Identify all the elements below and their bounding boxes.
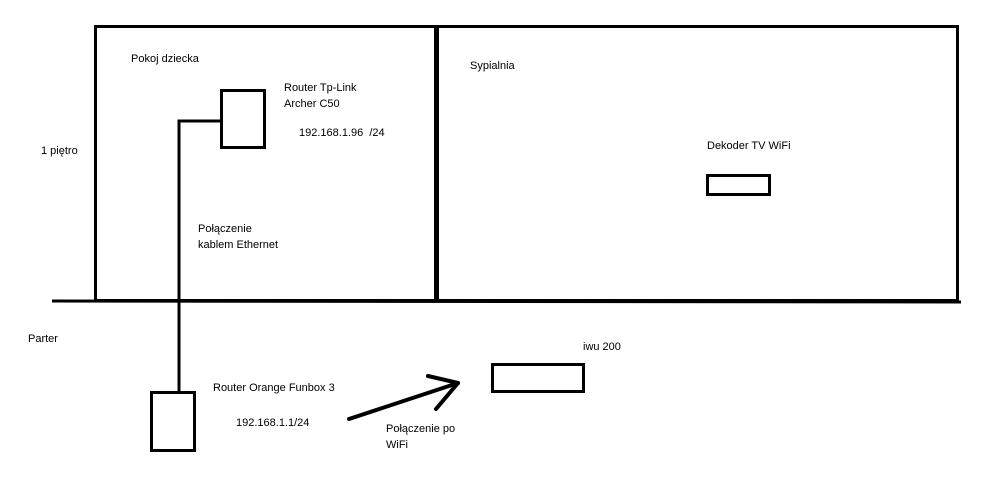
tplink-ip: 192.168.1.96 /24: [299, 127, 385, 139]
orange-ip: 192.168.1.1/24: [236, 417, 310, 429]
tplink-name-line1: Router Tp-Link: [284, 82, 357, 94]
decoder-tv-icon: [706, 174, 771, 196]
ethernet-label-line2: kablem Ethernet: [198, 239, 279, 251]
ethernet-label-line1: Połączenie: [198, 223, 252, 235]
bedroom-outline: [436, 25, 959, 302]
orange-name: Router Orange Funbox 3: [213, 382, 335, 394]
router-tplink-icon: [220, 89, 266, 149]
decoder-label: Dekoder TV WiFi: [707, 140, 791, 152]
router-orange-icon: [150, 391, 196, 452]
floor-label-ground: Parter: [28, 333, 58, 345]
wifi-label-line1: Połączenie po: [386, 423, 456, 435]
room-label-bedroom: Sypialnia: [470, 60, 515, 72]
wifi-arrow-shaft: [347, 381, 460, 421]
iwu-device-icon: [491, 363, 585, 393]
tplink-name-line2: Archer C50: [284, 98, 340, 110]
wifi-label-line2: WiFi: [386, 439, 408, 451]
iwu-label: iwu 200: [583, 341, 621, 353]
wifi-arrow-head: [426, 374, 460, 411]
room-label-kids: Pokoj dziecka: [131, 53, 199, 65]
floor-separator-line: [51, 299, 962, 304]
floor-label-upper: 1 piętro: [41, 145, 78, 157]
ethernet-cable: [177, 119, 221, 392]
kids-room-outline: [94, 25, 437, 302]
